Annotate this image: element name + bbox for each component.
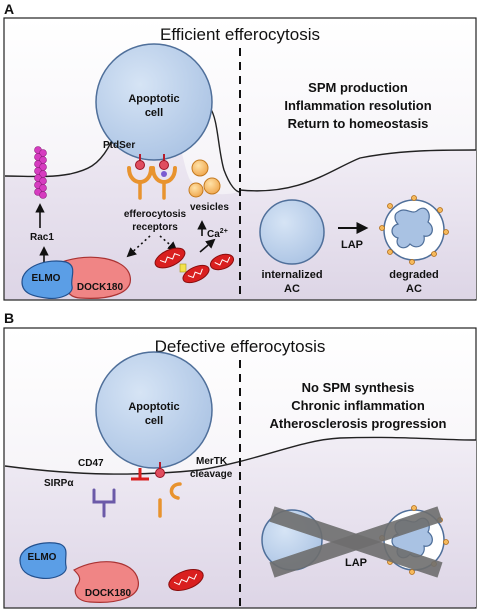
degraded-ac-icon [379, 195, 449, 265]
mitochondrion-icon-b [168, 569, 204, 591]
blocked-lap-cross-icon [269, 506, 443, 578]
efferocytosis-receptor-icon [127, 166, 177, 200]
calcium-label: Ca2+ [207, 228, 228, 240]
ptdser-ligand [135, 154, 169, 170]
apoptotic-cell-b [95, 351, 213, 469]
degraded-label-line1: degraded [389, 269, 439, 281]
vesicles-icon [188, 159, 221, 198]
outcome-b-line3: Atherosclerosis progression [270, 416, 447, 431]
apoptotic-cell-label-line2: cell [145, 107, 163, 119]
panel-a-title: Efficient efferocytosis [160, 25, 320, 44]
cd47-inhibition-icon [131, 468, 149, 481]
lap-label-a: LAP [341, 239, 363, 251]
panel-a-letter: A [4, 1, 14, 17]
outcome-a-line1: SPM production [308, 80, 408, 95]
elmo-shape [21, 260, 74, 299]
apoptotic-cell-b-line2: cell [145, 415, 163, 427]
sirpa-label: SIRPα [44, 478, 74, 489]
elmo-label-b: ELMO [28, 552, 57, 563]
panel-b-letter: B [4, 310, 14, 326]
vesicles-label: vesicles [190, 202, 229, 213]
rac1-label: Rac1 [30, 232, 54, 243]
outcome-a-line3: Return to homeostasis [288, 116, 429, 131]
receptor-to-mito-arrow [159, 235, 178, 252]
apoptotic-cell [95, 43, 213, 161]
cleaved-mertk-icon [158, 482, 182, 518]
apoptotic-cell-b-line1: Apoptotic [128, 401, 179, 413]
dock180-shape-b [73, 561, 139, 603]
phagocyte-membrane-b [4, 436, 477, 475]
mitochondrion-icon [209, 253, 235, 271]
ptdser-ligand-b [155, 462, 165, 478]
sirpa-receptor-icon [92, 488, 116, 518]
dock180-label-b: DOCK180 [85, 588, 132, 599]
dock180-label: DOCK180 [77, 282, 124, 293]
degraded-label-line2: AC [406, 283, 422, 295]
receptors-label-line2: receptors [132, 222, 178, 233]
mitochondrion-fission-icon [154, 247, 210, 284]
elmo-shape-b [19, 542, 67, 579]
ptdser-label: PtdSer [103, 140, 135, 151]
apoptotic-cell-label-line1: Apoptotic [128, 93, 179, 105]
internalized-label-line2: AC [284, 283, 300, 295]
outcome-b-line1: No SPM synthesis [302, 380, 415, 395]
panel-a: A Efficient efferocytosis Apoptotic cell… [3, 1, 477, 301]
mertk-label-line1: MerTK [196, 456, 228, 467]
outcome-b-line2: Chronic inflammation [291, 398, 425, 413]
internalized-ac-icon [259, 199, 325, 265]
actin-polymer-icon [34, 146, 47, 199]
receptors-label-line1: efferocytosis [124, 209, 187, 220]
mertk-label-line2: cleavage [190, 469, 233, 480]
cd47-label: CD47 [78, 458, 104, 469]
phagocyte-membrane-right [239, 149, 477, 192]
panel-b: B Defective efferocytosis Apoptotic cell… [3, 310, 477, 609]
mito-to-calcium-arrow [199, 238, 216, 253]
internalized-label-line1: internalized [261, 269, 322, 281]
outcome-a-line2: Inflammation resolution [284, 98, 431, 113]
elmo-label: ELMO [32, 273, 61, 284]
lap-label-b: LAP [345, 557, 367, 569]
panel-b-title: Defective efferocytosis [155, 337, 326, 356]
